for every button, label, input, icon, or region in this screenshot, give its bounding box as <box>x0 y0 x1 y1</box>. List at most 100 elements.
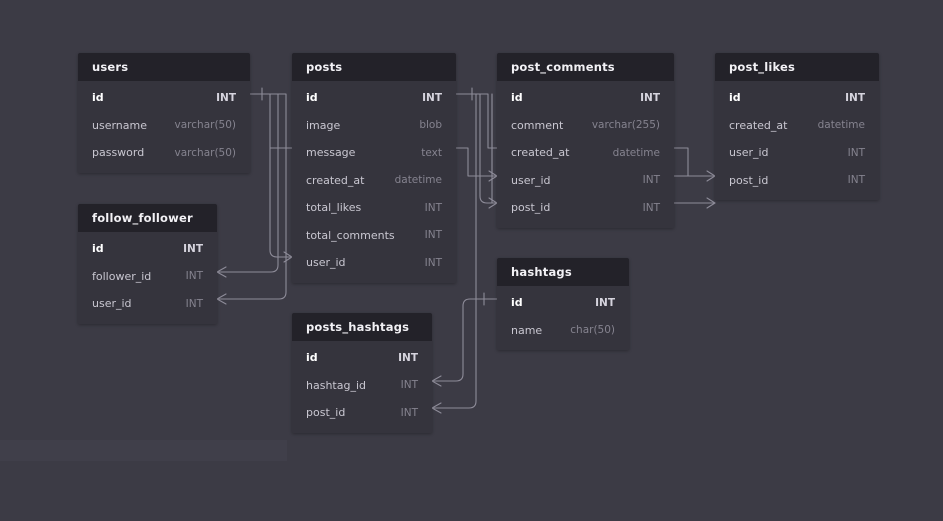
column-type: INT <box>183 242 203 255</box>
crowfoot-posts-user-id <box>283 251 293 263</box>
column-name: created_at <box>306 173 365 187</box>
column-row[interactable]: id INT <box>715 84 879 112</box>
column-row[interactable]: user_id INT <box>78 290 217 318</box>
column-type: INT <box>847 174 865 187</box>
column-name: comment <box>511 118 564 132</box>
column-type: INT <box>642 201 660 214</box>
column-row[interactable]: hashtag_id INT <box>292 372 432 400</box>
table-title-users[interactable]: users <box>78 53 250 81</box>
column-type: INT <box>424 229 442 242</box>
column-row[interactable]: name char(50) <box>497 317 629 345</box>
crowfoot-ph-hashtag-id <box>431 375 442 387</box>
table-title-hashtags[interactable]: hashtags <box>497 258 629 286</box>
crowfoot-ph-post-id <box>431 402 442 414</box>
column-row[interactable]: id INT <box>497 289 629 317</box>
column-name: id <box>92 242 104 256</box>
column-row[interactable]: username varchar(50) <box>78 112 250 140</box>
column-type: INT <box>642 174 660 187</box>
table-title-post_likes[interactable]: post_likes <box>715 53 879 81</box>
table-hashtags[interactable]: hashtags id INT name char(50) <box>497 258 629 350</box>
column-row[interactable]: password varchar(50) <box>78 139 250 167</box>
column-name: id <box>306 91 318 105</box>
column-row[interactable]: post_id INT <box>497 194 674 222</box>
column-type: INT <box>847 146 865 159</box>
column-name: post_id <box>511 201 551 215</box>
column-row[interactable]: comment varchar(255) <box>497 112 674 140</box>
column-row[interactable]: total_likes INT <box>292 194 456 222</box>
column-name: name <box>511 323 543 337</box>
column-type: blob <box>419 119 442 132</box>
crowfoot-likes-user-id <box>706 170 716 182</box>
column-type: INT <box>845 91 865 104</box>
column-type: datetime <box>817 119 865 132</box>
table-title-posts[interactable]: posts <box>292 53 456 81</box>
column-row[interactable]: created_at datetime <box>292 167 456 195</box>
crowfoot-ff-follower-id <box>216 266 227 278</box>
table-title-posts_hashtags[interactable]: posts_hashtags <box>292 313 432 341</box>
column-row[interactable]: post_id INT <box>715 167 879 195</box>
column-type: INT <box>185 270 203 283</box>
column-name: user_id <box>511 173 551 187</box>
column-name: post_id <box>729 173 769 187</box>
column-name: username <box>92 118 147 132</box>
column-type: INT <box>424 201 442 214</box>
column-name: total_comments <box>306 228 395 242</box>
column-name: follower_id <box>92 269 152 283</box>
column-name: total_likes <box>306 201 362 215</box>
column-name: id <box>306 351 318 365</box>
column-row[interactable]: post_id INT <box>292 399 432 427</box>
column-name: post_id <box>306 406 346 420</box>
background-panel-strip <box>0 440 287 461</box>
crowfoot-ff-user-id <box>216 293 227 305</box>
column-type: char(50) <box>570 324 615 337</box>
column-type: text <box>421 146 442 159</box>
crowfoot-likes-post-id <box>706 197 716 209</box>
column-type: varchar(255) <box>591 119 660 132</box>
column-name: hashtag_id <box>306 378 366 392</box>
column-name: id <box>729 91 741 105</box>
column-type: INT <box>185 297 203 310</box>
column-type: INT <box>400 379 418 392</box>
column-name: created_at <box>729 118 788 132</box>
column-name: id <box>511 296 523 310</box>
column-name: password <box>92 146 145 160</box>
column-type: varchar(50) <box>174 146 236 159</box>
column-name: user_id <box>92 297 132 311</box>
column-name: id <box>511 91 523 105</box>
column-name: message <box>306 146 356 160</box>
column-row[interactable]: user_id INT <box>715 139 879 167</box>
column-type: INT <box>595 296 615 309</box>
table-title-post_comments[interactable]: post_comments <box>497 53 674 81</box>
column-row[interactable]: message text <box>292 139 456 167</box>
column-type: datetime <box>394 174 442 187</box>
column-row[interactable]: total_comments INT <box>292 222 456 250</box>
column-row[interactable]: id INT <box>78 235 217 263</box>
column-row[interactable]: created_at datetime <box>715 112 879 140</box>
column-name: created_at <box>511 146 570 160</box>
column-row[interactable]: user_id INT <box>497 167 674 195</box>
column-type: varchar(50) <box>174 119 236 132</box>
column-type: INT <box>400 406 418 419</box>
column-row[interactable]: follower_id INT <box>78 263 217 291</box>
table-title-follow_follower[interactable]: follow_follower <box>78 204 217 232</box>
column-name: user_id <box>729 146 769 160</box>
